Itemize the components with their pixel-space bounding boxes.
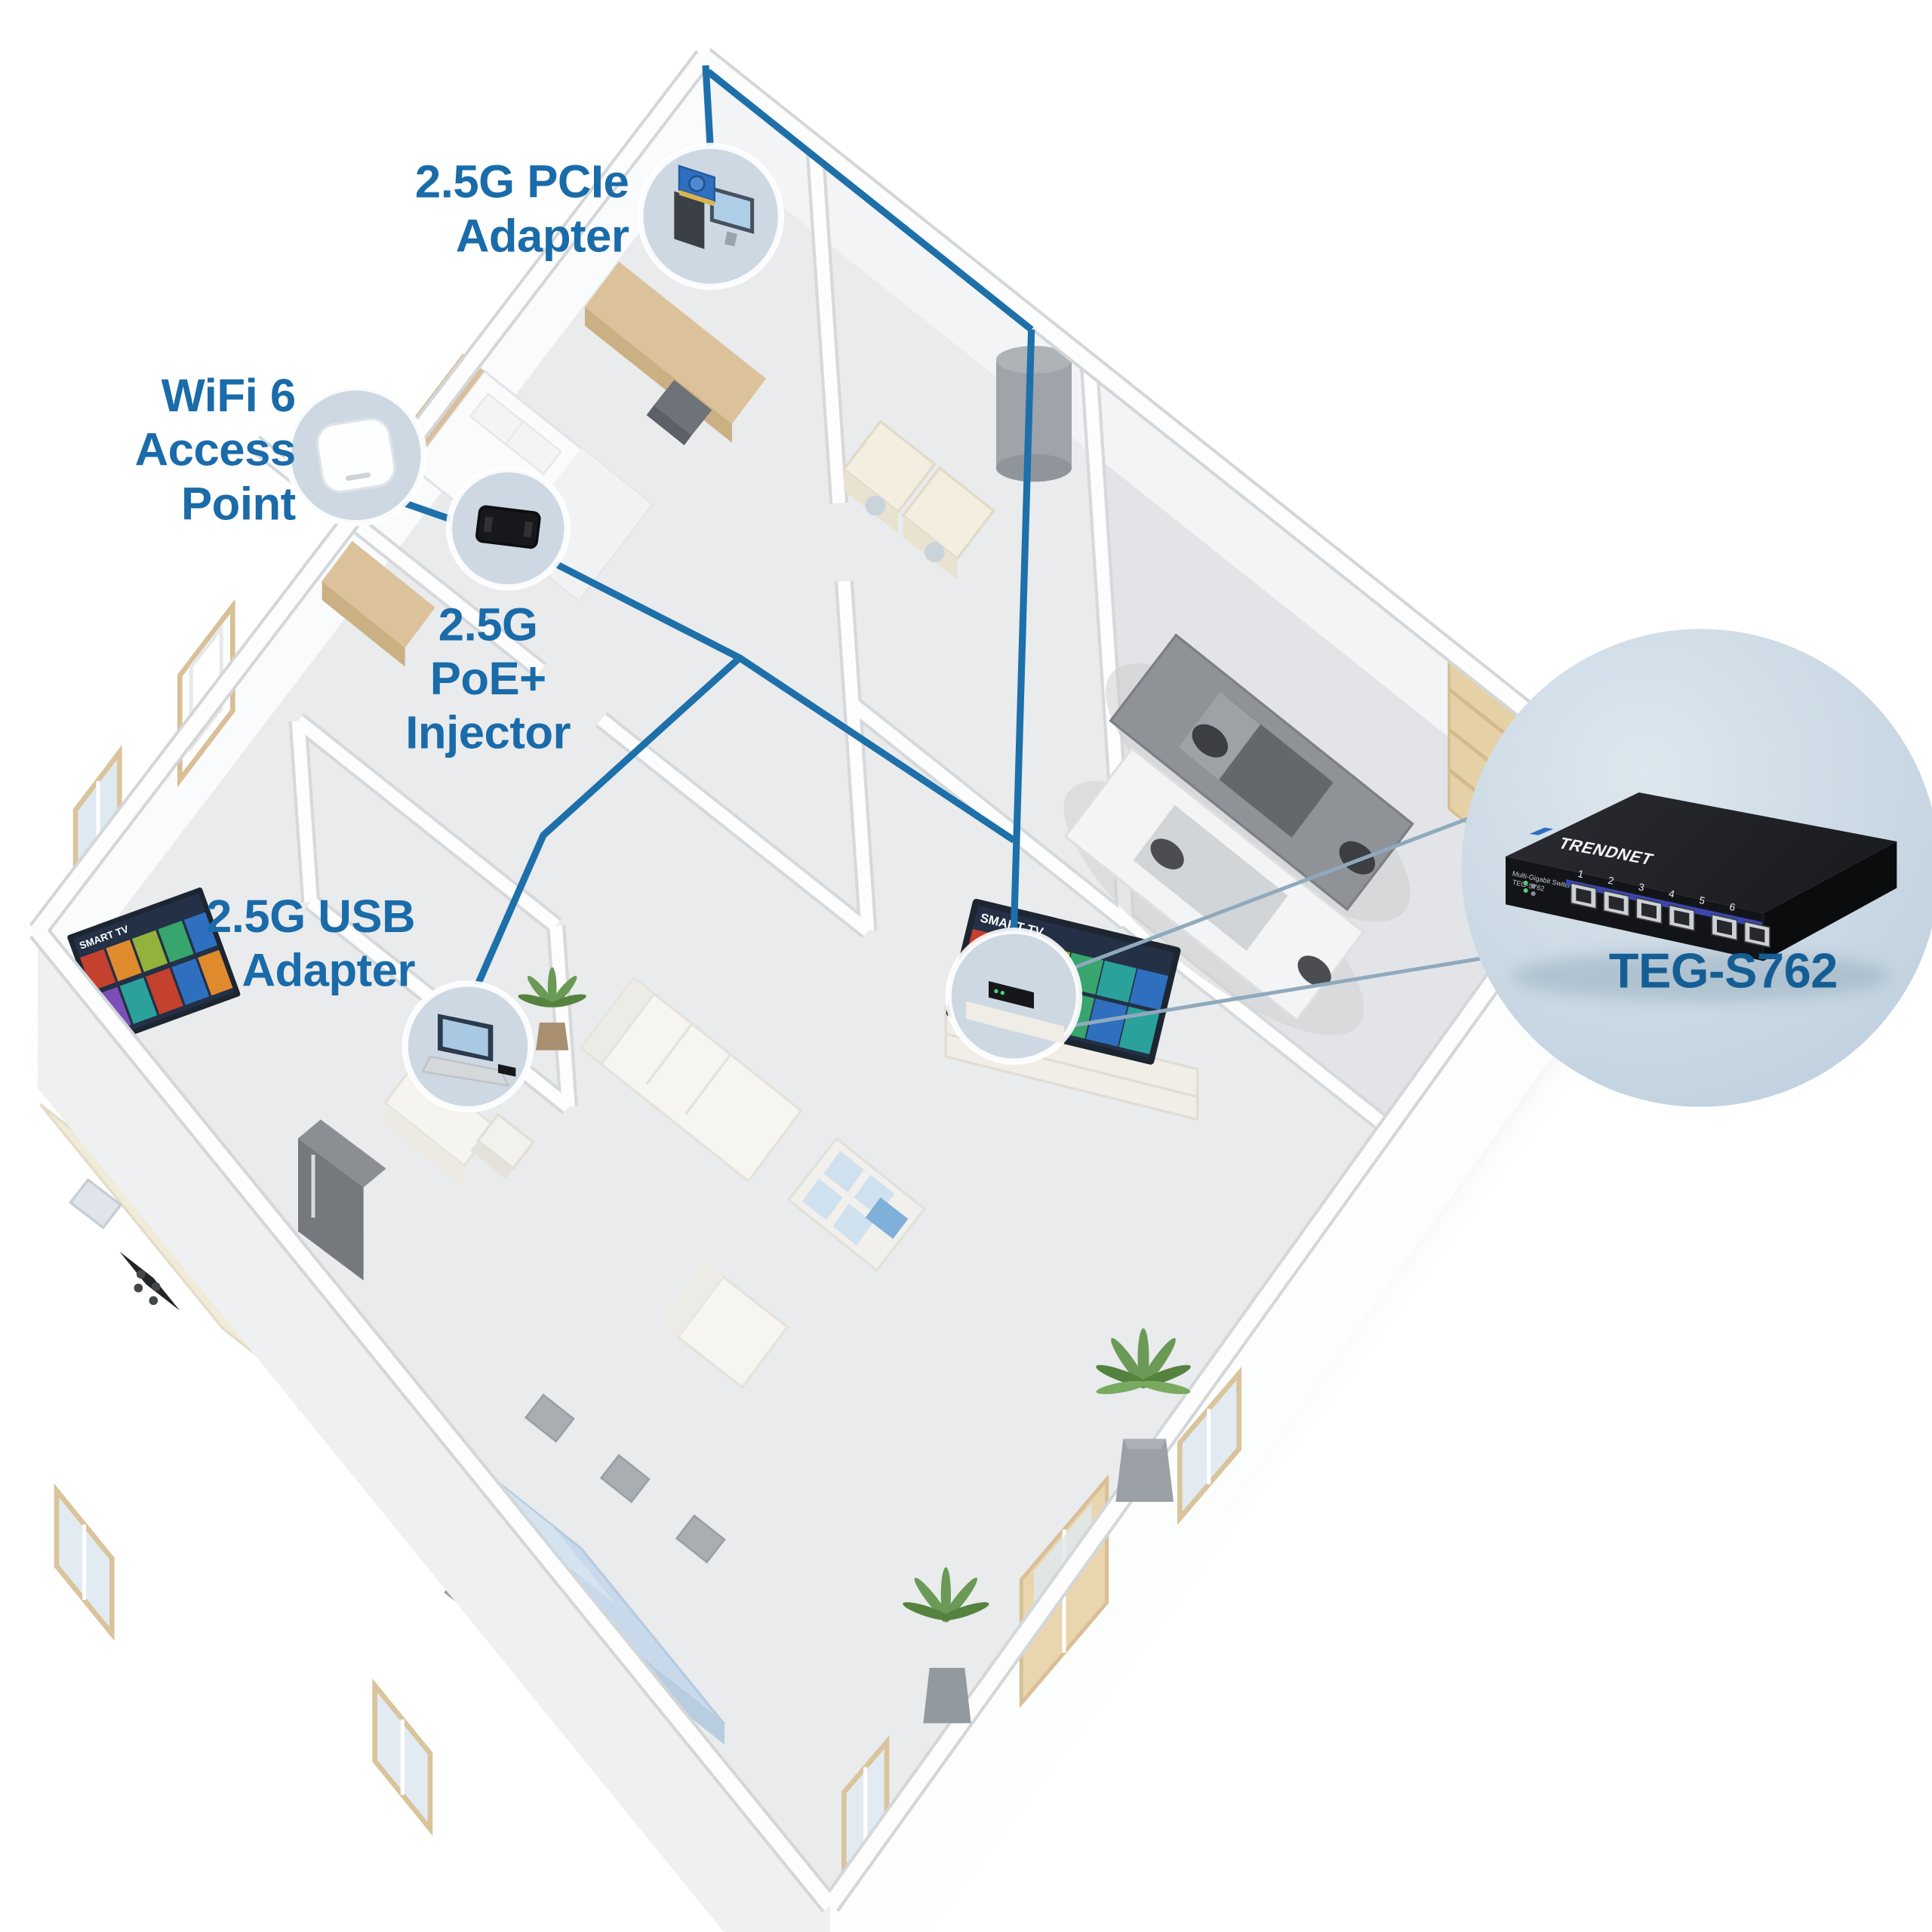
living-sofa — [580, 976, 803, 1183]
coffee-table — [786, 1136, 927, 1272]
window-sw-2 — [372, 1678, 433, 1836]
pcie-adapter-icon — [674, 165, 755, 250]
network-switch-mini-icon — [966, 981, 1065, 1044]
plant-front — [903, 1567, 989, 1724]
label-pcie-adapter: 2.5G PCIe Adapter — [414, 155, 629, 262]
usb-adapter-icon — [421, 1014, 516, 1087]
refrigerator — [298, 1119, 386, 1281]
tablet-icon — [865, 1197, 909, 1239]
trendnet-logo-block — [1529, 827, 1554, 835]
switch-ports — [1570, 881, 1770, 949]
wall-ne-inner — [704, 57, 1629, 881]
label-switch-model: TEG-S762 — [1608, 944, 1838, 999]
armchair — [659, 1261, 789, 1389]
callout-circle-switch — [945, 928, 1083, 1065]
poe-injector-icon — [475, 505, 541, 549]
plant-patio — [1096, 1328, 1191, 1503]
bedroom-dresser — [321, 540, 435, 667]
callout-wedge — [1067, 811, 1497, 1029]
garage-cars — [1063, 633, 1414, 1035]
callout-circle-wifi — [285, 384, 427, 527]
callout-circle-usb — [401, 980, 534, 1113]
cooktop — [119, 1251, 180, 1311]
plant-small — [518, 967, 586, 1051]
window-se-1 — [1177, 1366, 1242, 1525]
network-switch-icon: TRENDNET Multi-Gigabit Switch TEG-S762 1… — [1506, 792, 1897, 961]
wifi-access-point-icon — [315, 417, 396, 494]
callout-circle-pcie — [637, 143, 785, 291]
water-heater — [996, 346, 1072, 482]
office-desk — [585, 261, 767, 446]
sink — [68, 1178, 123, 1230]
laundry-appliances — [842, 419, 995, 580]
window-sw-1 — [54, 1483, 115, 1641]
label-usb-adapter: 2.5G USB Adapter — [205, 891, 416, 996]
callout-bubble: TRENDNET Multi-Gigabit Switch TEG-S762 1… — [1461, 629, 1932, 1107]
label-poe-injector: 2.5G PoE+ Injector — [405, 598, 571, 758]
callout-circle-poe — [445, 466, 571, 591]
label-wifi-access-point: WiFi 6 Access Point — [134, 370, 297, 530]
